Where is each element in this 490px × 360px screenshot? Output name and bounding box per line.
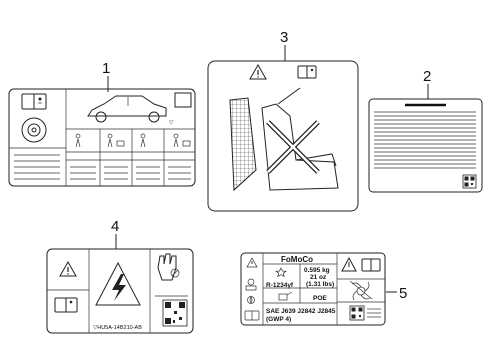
callout-4: 4 [111, 218, 119, 249]
label-5-charge-oz: 21 oz [310, 274, 327, 281]
label-5-charge-lbs: (1.31 lbs) [306, 281, 334, 288]
manual-book-icon [297, 65, 317, 79]
label-4-border [46, 248, 194, 334]
warning-triangle-icon [246, 257, 258, 268]
label-1-box-icon [174, 92, 192, 108]
label-2-text-lines [374, 111, 476, 169]
label-2-info [368, 98, 483, 193]
qr-code-icon [349, 305, 381, 321]
car-silhouette-icon [87, 95, 167, 123]
label-5-gwp: (GWP 4) [266, 316, 291, 323]
warning-triangle-icon [249, 63, 267, 80]
label-5-border [240, 252, 386, 326]
callout-2-number: 2 [423, 68, 431, 85]
prohibition-x-icon [266, 120, 320, 174]
label-5-charge-kg: 0.595 kg [304, 267, 330, 274]
ac-fan-icon [349, 280, 373, 301]
label-1-occupancy-grid [66, 129, 195, 186]
label-2-border [368, 98, 483, 193]
warning-triangle-icon [341, 256, 357, 272]
glove-icon [157, 253, 180, 281]
flame-icon [247, 296, 255, 304]
qr-code-icon [162, 299, 188, 327]
callout-3-number: 3 [280, 29, 288, 46]
callout-1-number: 1 [102, 60, 110, 77]
tire-icon [21, 117, 47, 143]
oil-can-icon [278, 291, 293, 301]
label-4-part-number: ▽HU5A-14B210-AB [93, 325, 142, 331]
callout-2: 2 [423, 68, 431, 99]
callout-5: 5 [386, 285, 407, 302]
manual-book-icon [244, 310, 260, 321]
star-icon [275, 267, 287, 278]
label-1-text-lines [14, 154, 60, 180]
label-5-brand: FoMoCo [281, 255, 313, 264]
electric-shock-icon [95, 261, 141, 306]
warning-triangle-icon [59, 260, 77, 277]
manual-book-icon [54, 297, 78, 313]
label-5-refrigerant: R-1234yf [266, 282, 294, 289]
manual-book-icon [21, 93, 47, 110]
label-1-tire-loading: ▽ [8, 88, 196, 187]
service-icon [245, 278, 257, 291]
callout-5-number: 5 [399, 285, 407, 302]
callout-1: 1 [102, 60, 110, 92]
label-3-airbag-warning [207, 60, 359, 212]
label-3-border [207, 60, 359, 212]
label-1-border [8, 88, 196, 187]
qr-code-icon [462, 174, 477, 189]
manual-book-icon [361, 258, 381, 272]
label-5-refrigerant: FoMoCo 0.595 kg 21 oz (1.31 lbs) R-1234y… [240, 252, 386, 326]
seat-airbag-icon [229, 87, 339, 192]
label-5-standards: SAE J639 J2842 J2845 [266, 308, 336, 315]
callout-3: 3 [280, 29, 288, 61]
label-4-high-voltage: ▽HU5A-14B210-AB [46, 248, 194, 334]
svg-text:▽: ▽ [169, 120, 174, 126]
callout-4-number: 4 [111, 218, 119, 235]
label-5-oil: POE [313, 295, 327, 302]
